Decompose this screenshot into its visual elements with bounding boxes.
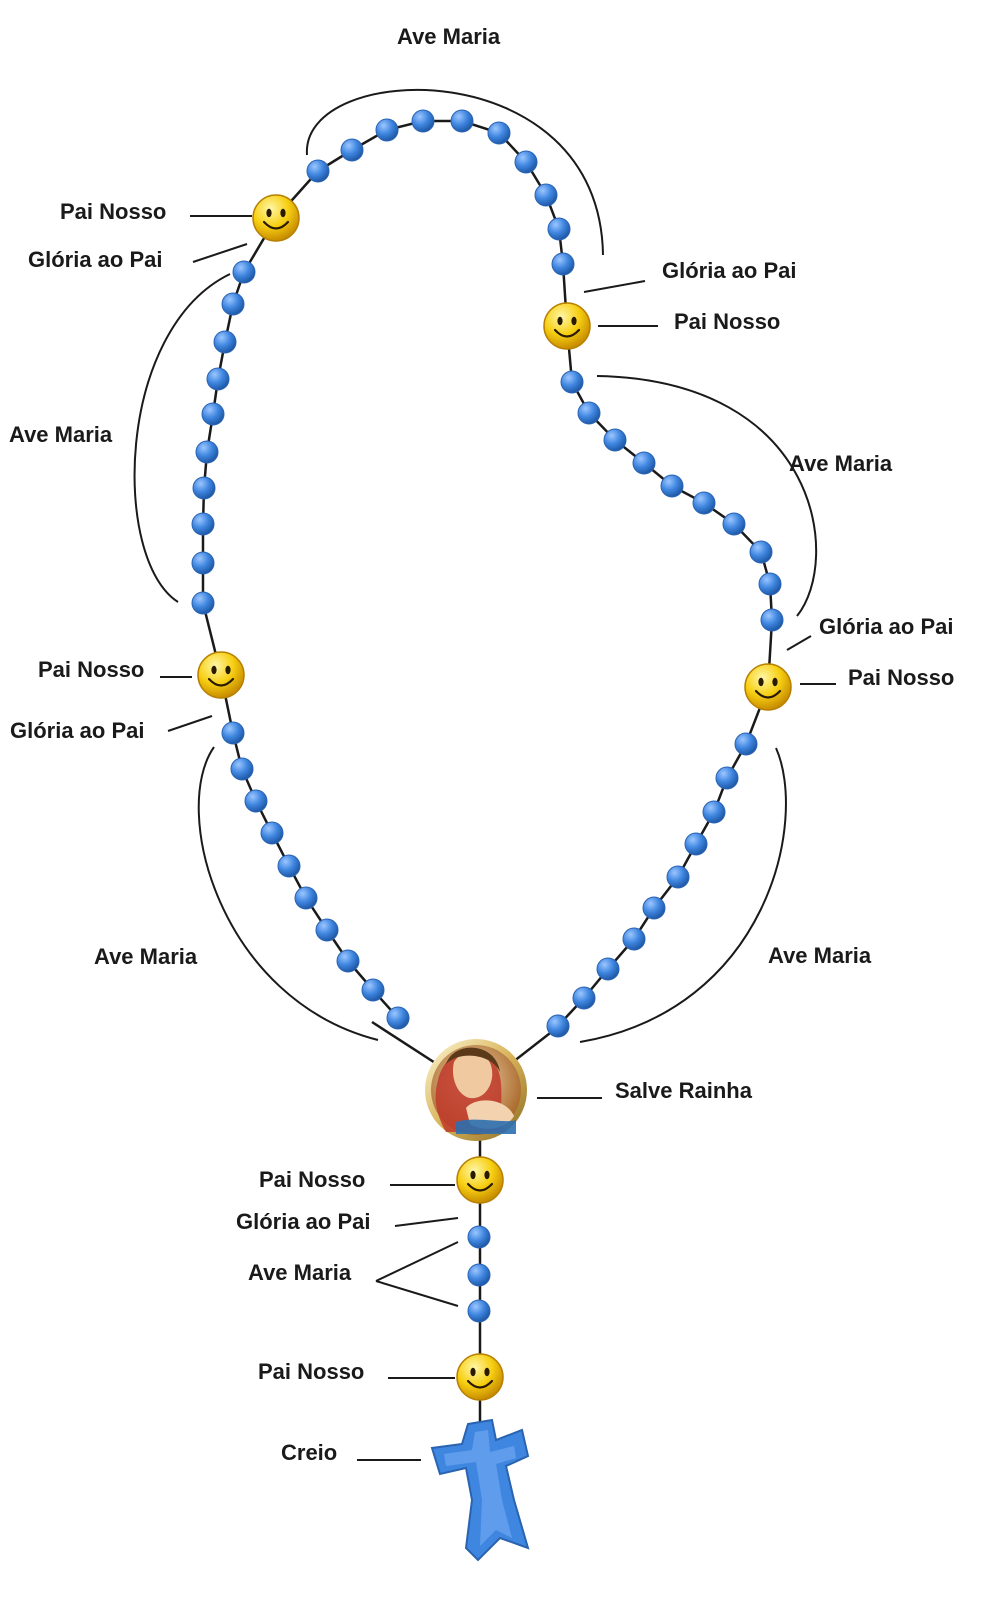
smiley-face-icon: [456, 1353, 504, 1401]
label-gloria-right-upper: Glória ao Pai: [662, 258, 797, 283]
ave-maria-bead: [315, 918, 339, 942]
label-pai-nosso-1: Pai Nosso: [60, 199, 166, 224]
ave-maria-bead: [760, 608, 784, 632]
ave-maria-bead: [487, 121, 511, 145]
ave-maria-bead: [702, 800, 726, 824]
label-pai-nosso-right-mid: Pai Nosso: [848, 665, 954, 690]
label-ave-maria-top: Ave Maria: [397, 24, 501, 49]
ave-maria-bead: [195, 440, 219, 464]
ave-maria-bead: [340, 138, 364, 162]
label-pai-nosso-pendant-2: Pai Nosso: [258, 1359, 364, 1384]
leader-lines: [160, 215, 836, 1461]
label-pai-nosso-left-mid: Pai Nosso: [38, 657, 144, 682]
ave-maria-bead: [546, 1014, 570, 1038]
ave-maria-bead: [632, 451, 656, 475]
madonna-medallion: [425, 1039, 527, 1141]
label-ave-maria-left-lower: Ave Maria: [94, 944, 198, 969]
ave-maria-braces: [133, 89, 818, 1043]
ave-maria-bead: [722, 512, 746, 536]
smiley-face-icon: [197, 651, 245, 699]
ave-maria-bead: [622, 927, 646, 951]
smiley-face-icon: [744, 663, 792, 711]
smiley-face-icon: [456, 1156, 504, 1204]
label-salve-rainha: Salve Rainha: [615, 1078, 753, 1103]
ave-maria-bead: [221, 721, 245, 745]
ave-maria-bead: [749, 540, 773, 564]
ave-maria-bead: [684, 832, 708, 856]
label-gloria-1: Glória ao Pai: [28, 247, 163, 272]
ave-maria-bead: [306, 159, 330, 183]
ave-maria-bead: [577, 401, 601, 425]
pai-nosso-beads: [197, 194, 792, 1401]
ave-maria-bead: [467, 1225, 491, 1249]
ave-maria-bead: [534, 183, 558, 207]
ave-maria-bead: [642, 896, 666, 920]
label-creio: Creio: [281, 1440, 337, 1465]
label-gloria-left-mid: Glória ao Pai: [10, 718, 145, 743]
label-ave-maria-left-upper: Ave Maria: [9, 422, 113, 447]
ave-maria-bead: [232, 260, 256, 284]
ave-maria-bead: [191, 591, 215, 615]
ave-maria-bead: [603, 428, 627, 452]
ave-maria-bead: [547, 217, 571, 241]
ave-maria-bead: [336, 949, 360, 973]
ave-maria-bead: [213, 330, 237, 354]
ave-maria-bead: [758, 572, 782, 596]
ave-maria-bead: [692, 491, 716, 515]
label-ave-maria-right-upper: Ave Maria: [789, 451, 893, 476]
cross-pendant: [430, 1418, 530, 1562]
ave-maria-bead: [467, 1263, 491, 1287]
ave-maria-bead: [715, 766, 739, 790]
ave-maria-bead: [244, 789, 268, 813]
ave-maria-bead: [411, 109, 435, 133]
ave-maria-bead: [221, 292, 245, 316]
ave-maria-bead: [191, 551, 215, 575]
label-pai-nosso-right-upper: Pai Nosso: [674, 309, 780, 334]
ave-maria-bead: [294, 886, 318, 910]
ave-maria-bead: [206, 367, 230, 391]
ave-maria-bead: [450, 109, 474, 133]
ave-maria-bead: [230, 757, 254, 781]
smiley-face-icon: [543, 302, 591, 350]
ave-maria-bead: [361, 978, 385, 1002]
ave-maria-bead: [596, 957, 620, 981]
label-ave-maria-right-lower: Ave Maria: [768, 943, 872, 968]
ave-maria-bead: [666, 865, 690, 889]
ave-maria-bead: [734, 732, 758, 756]
ave-maria-bead: [514, 150, 538, 174]
label-pai-nosso-pendant-1: Pai Nosso: [259, 1167, 365, 1192]
ave-maria-bead: [560, 370, 584, 394]
ave-maria-bead: [467, 1299, 491, 1323]
smiley-face-icon: [252, 194, 300, 242]
ave-maria-bead: [260, 821, 284, 845]
ave-maria-bead: [277, 854, 301, 878]
ave-maria-bead: [660, 474, 684, 498]
ave-maria-bead: [375, 118, 399, 142]
ave-maria-bead: [386, 1006, 410, 1030]
ave-maria-bead: [192, 476, 216, 500]
label-gloria-right-mid: Glória ao Pai: [819, 614, 954, 639]
label-ave-maria-pendant: Ave Maria: [248, 1260, 352, 1285]
ave-maria-bead: [551, 252, 575, 276]
bead-group: [191, 109, 784, 1323]
ave-maria-bead: [201, 402, 225, 426]
ave-maria-bead: [572, 986, 596, 1010]
labels: Ave Maria Pai Nosso Glória ao Pai Ave Ma…: [9, 24, 954, 1465]
label-gloria-pendant: Glória ao Pai: [236, 1209, 371, 1234]
ave-maria-bead: [191, 512, 215, 536]
